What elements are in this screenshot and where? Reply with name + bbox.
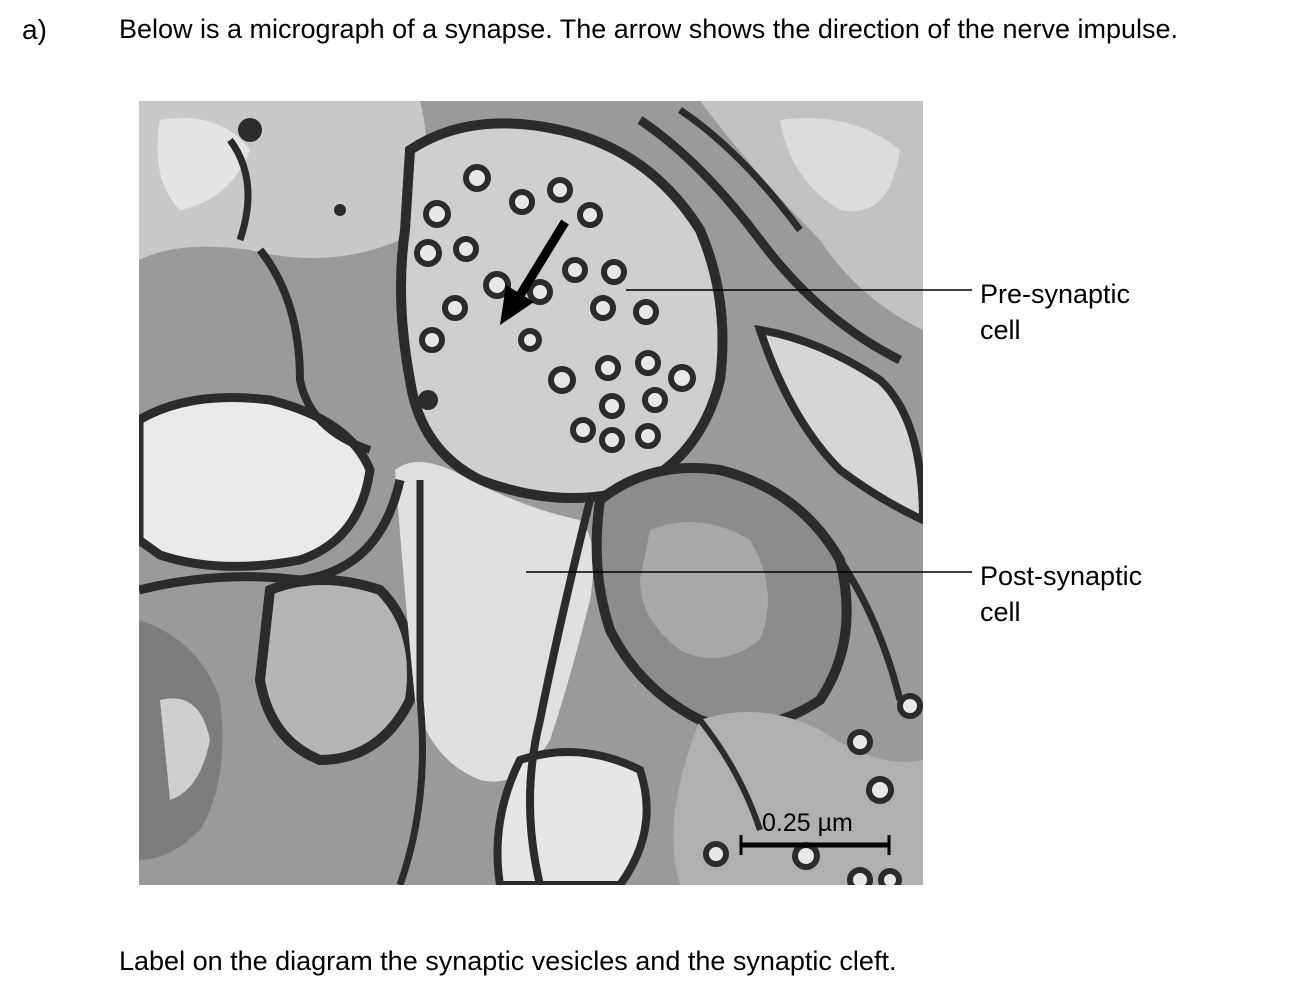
pre-synaptic-label: Pre-synaptic cell — [980, 276, 1130, 348]
scale-bar-label: 0.25 µm — [762, 809, 853, 837]
post-synaptic-label: Post-synaptic cell — [980, 558, 1142, 630]
question-text: Below is a micrograph of a synapse. The … — [119, 14, 1179, 44]
post-synaptic-label-line1: Post-synaptic — [980, 561, 1143, 591]
post-synaptic-label-line2: cell — [980, 597, 1021, 627]
instruction-text: Label on the diagram the synaptic vesicl… — [119, 946, 897, 976]
pre-synaptic-label-line1: Pre-synaptic — [980, 279, 1131, 309]
micrograph-image: 0.25 µm — [139, 101, 923, 885]
question-number: a) — [22, 14, 47, 45]
pre-synaptic-label-line2: cell — [980, 315, 1021, 345]
